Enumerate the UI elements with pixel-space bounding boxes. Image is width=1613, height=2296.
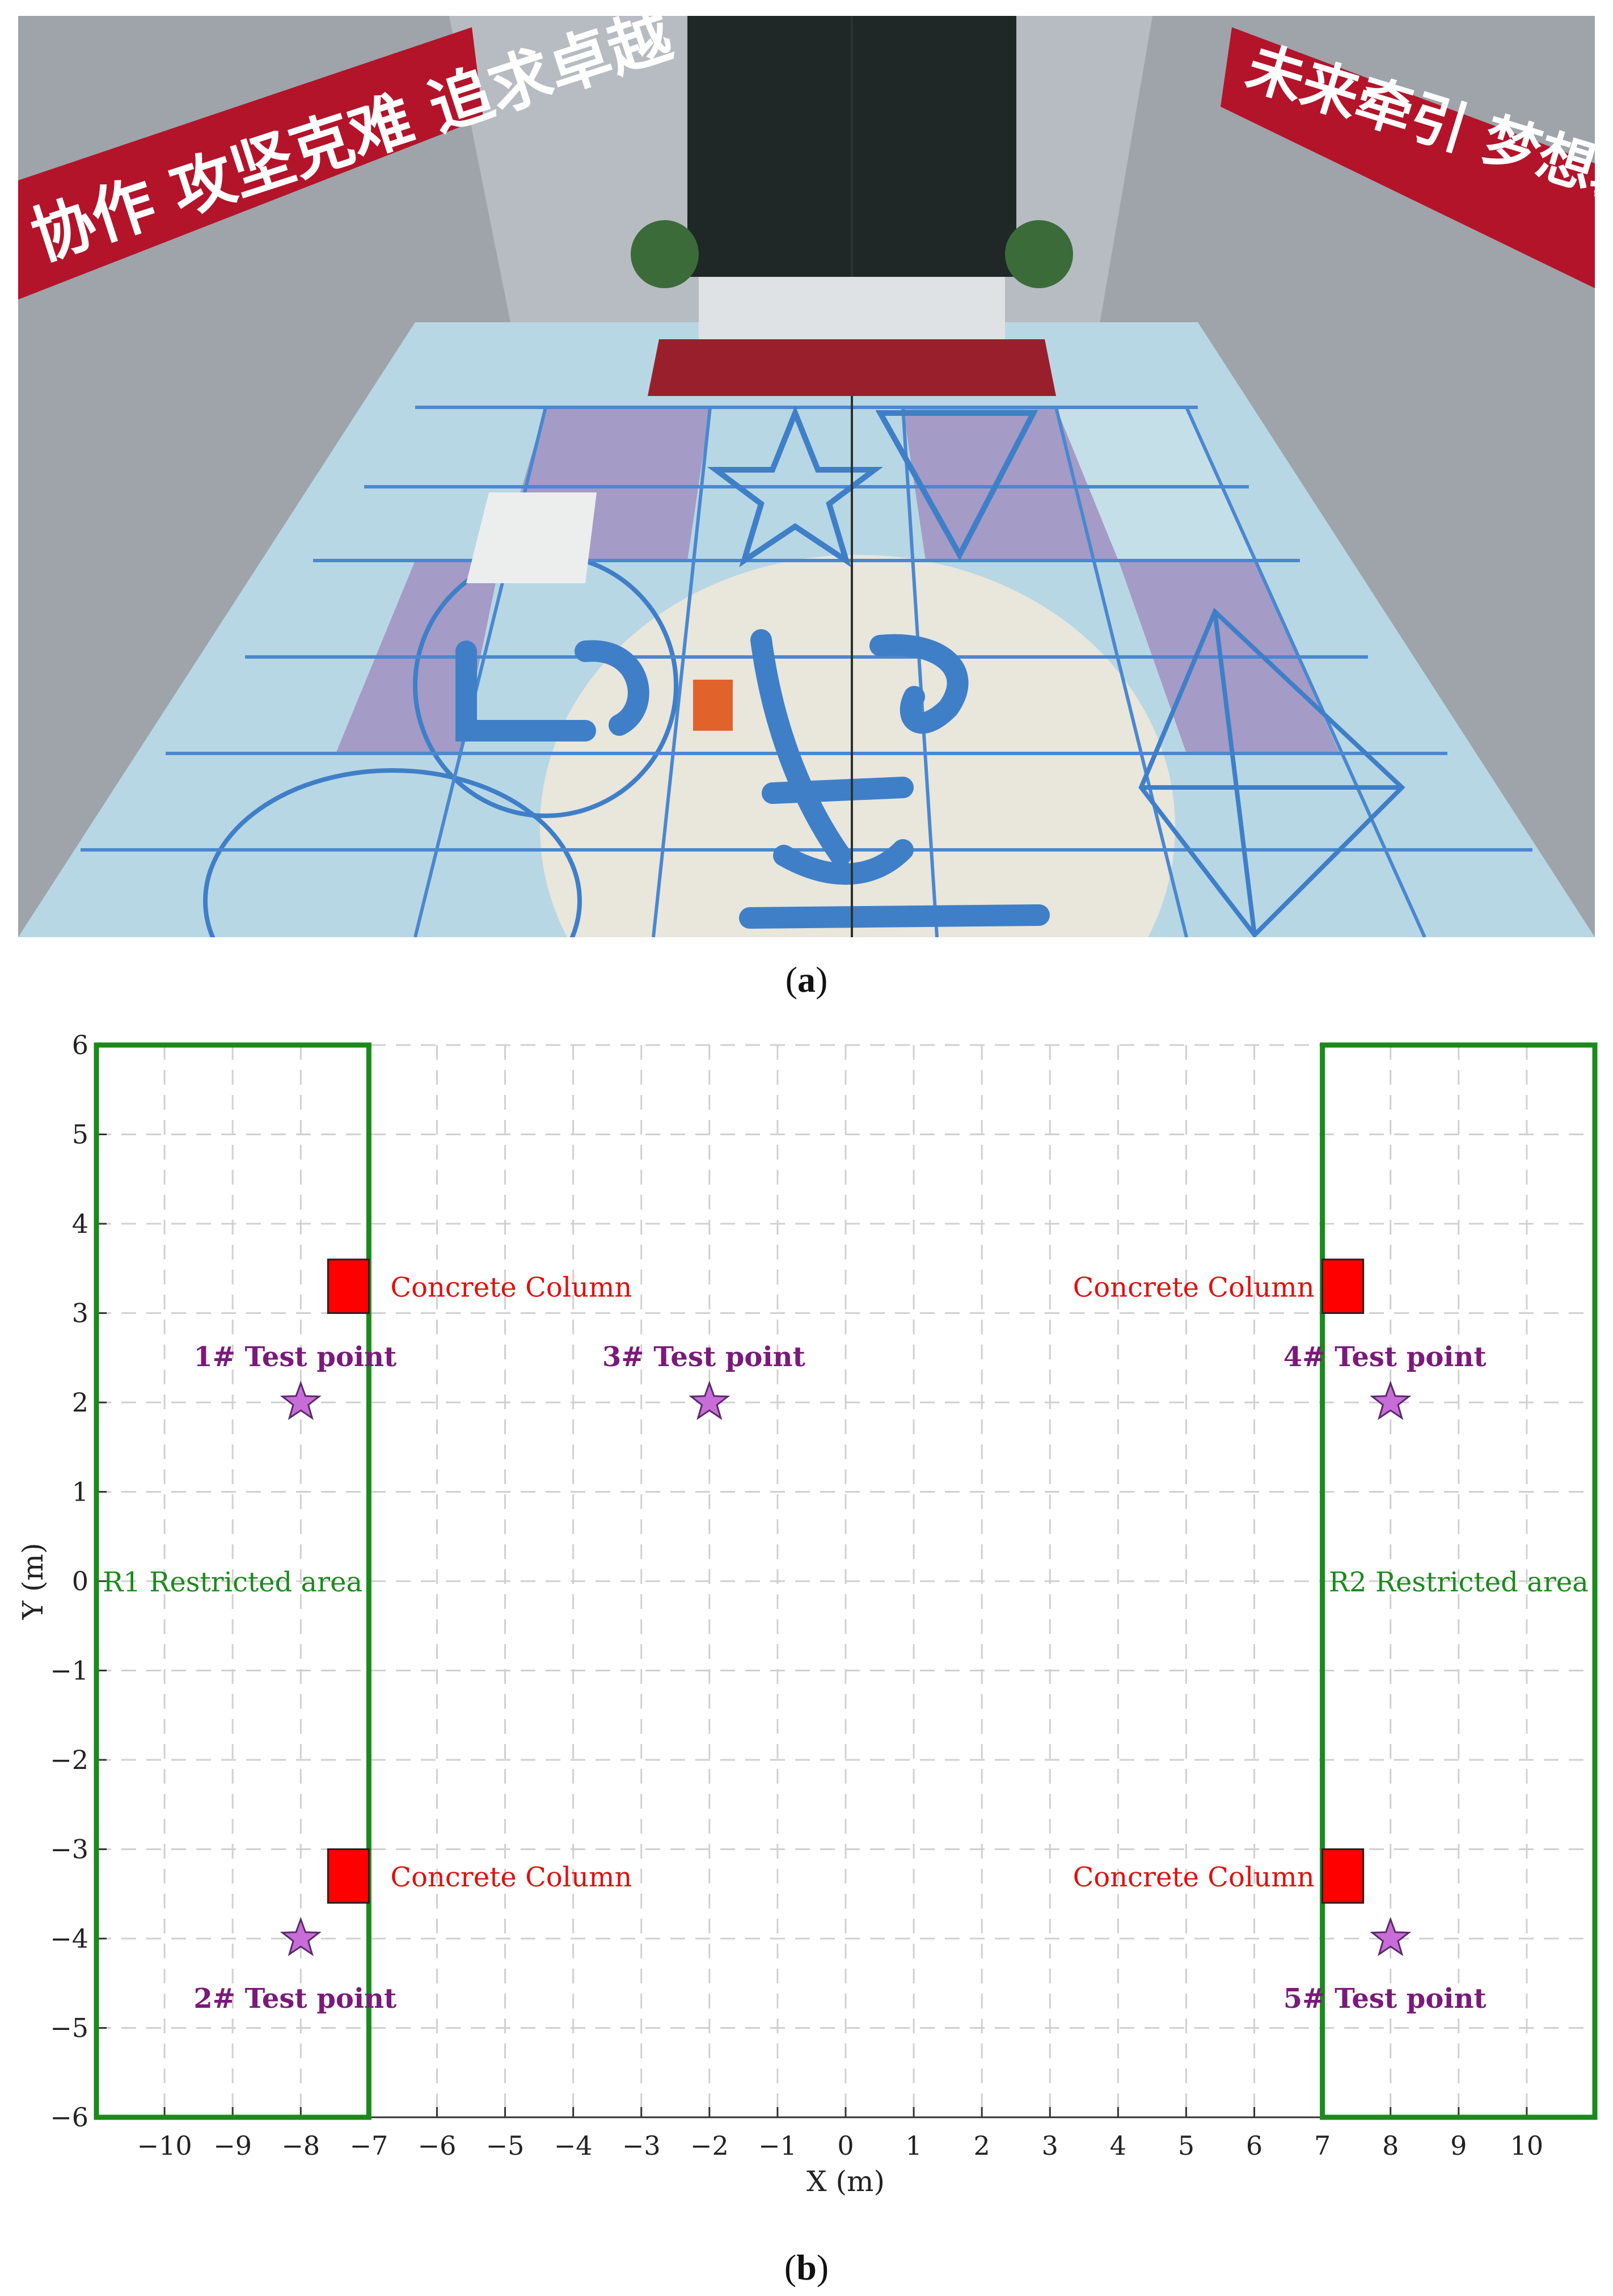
x-tick-label: −6 (418, 2130, 457, 2161)
test-point-label: 5# Test point (1283, 1983, 1487, 2015)
restricted-area-label: R2 Restricted area (1329, 1566, 1589, 1598)
left-banner (18, 27, 483, 300)
x-tick-label: 7 (1314, 2130, 1331, 2161)
caption-b: (b) (784, 2247, 829, 2287)
x-tick-label: −4 (554, 2130, 593, 2161)
test-point-label: 3# Test point (602, 1341, 805, 1373)
plant (1005, 220, 1073, 288)
restricted-area-1 (94, 1042, 371, 2120)
y-tick-label: −5 (50, 2013, 88, 2044)
right-banner (1221, 27, 1595, 288)
x-tick-label: 2 (974, 2130, 990, 2161)
floor-patch (1056, 407, 1255, 561)
test-point-label: 4# Test point (1283, 1341, 1487, 1373)
x-tick-label: 10 (1510, 2130, 1544, 2161)
y-tick-label: 4 (72, 1208, 88, 1239)
x-tick-label: 6 (1246, 2130, 1262, 2161)
column-label: Concrete Column (390, 1271, 632, 1303)
x-tick-label: −8 (281, 2130, 320, 2161)
y-tick-label: 2 (72, 1387, 88, 1418)
y-tick-label: 3 (72, 1298, 88, 1329)
floor-glyph (455, 629, 1050, 929)
x-tick-label: −5 (486, 2130, 525, 2161)
y-axis-label: Y (m) (16, 1543, 49, 1620)
x-tick-label: −9 (213, 2130, 252, 2161)
robot (693, 680, 733, 731)
x-tick-label: 1 (905, 2130, 922, 2161)
plant (631, 220, 699, 288)
y-tick-label: −4 (50, 1923, 88, 1954)
stage-front (699, 277, 1005, 339)
y-tick-label: −3 (50, 1834, 88, 1865)
column-label: Concrete Column (1073, 1271, 1315, 1303)
hall-photo: 协作 攻坚克难 追求卓越 未来牵引 梦想驱动 (18, 16, 1595, 937)
desk (466, 492, 597, 583)
x-tick-label: −2 (690, 2130, 729, 2161)
y-tick-label: −2 (50, 1745, 88, 1775)
x-tick-label: 3 (1042, 2130, 1058, 2161)
hall-photo-svg: 协作 攻坚克难 追求卓越 未来牵引 梦想驱动 (18, 16, 1595, 937)
concrete-column (1321, 1258, 1365, 1314)
test-point-label: 1# Test point (193, 1341, 396, 1373)
y-tick-label: −6 (50, 2102, 88, 2133)
floor-triangle (875, 410, 1038, 561)
test-point-label: 2# Test point (193, 1983, 396, 2015)
y-tick-label: 5 (72, 1119, 88, 1150)
x-tick-label: −1 (758, 2130, 797, 2161)
restricted-area-label: R1 Restricted area (103, 1566, 362, 1598)
x-tick-label: 4 (1110, 2130, 1126, 2161)
x-tick-label: −3 (622, 2130, 661, 2161)
y-tick-label: 0 (72, 1566, 88, 1596)
x-tick-label: 5 (1178, 2130, 1194, 2161)
test-point-marker (1370, 1916, 1412, 1957)
restricted-area-2 (1320, 1042, 1598, 2120)
test-point-marker (1370, 1380, 1412, 1421)
stage (648, 339, 1056, 396)
x-tick-label: −10 (137, 2130, 192, 2161)
x-axis-label: X (m) (807, 2165, 885, 2198)
floor-left-ring-2 (203, 768, 582, 937)
floor-circle (540, 555, 1175, 937)
y-tick-label: 1 (72, 1477, 88, 1507)
y-tick-label: 6 (72, 1030, 88, 1060)
concrete-column (327, 1848, 370, 1904)
x-tick-label: −7 (349, 2130, 388, 2161)
column-label: Concrete Column (1073, 1861, 1315, 1893)
y-tick-label: −1 (50, 1655, 88, 1686)
concrete-column (1321, 1848, 1365, 1904)
test-point-marker (689, 1380, 731, 1421)
test-point-marker (280, 1916, 322, 1957)
x-tick-label: 8 (1382, 2130, 1399, 2161)
column-label: Concrete Column (390, 1861, 632, 1893)
x-tick-label: 0 (837, 2130, 854, 2161)
x-tick-label: 9 (1450, 2130, 1467, 2161)
caption-a: (a) (785, 959, 828, 1000)
floor-star (707, 405, 883, 567)
concrete-column (327, 1258, 370, 1314)
test-point-marker (280, 1380, 322, 1421)
